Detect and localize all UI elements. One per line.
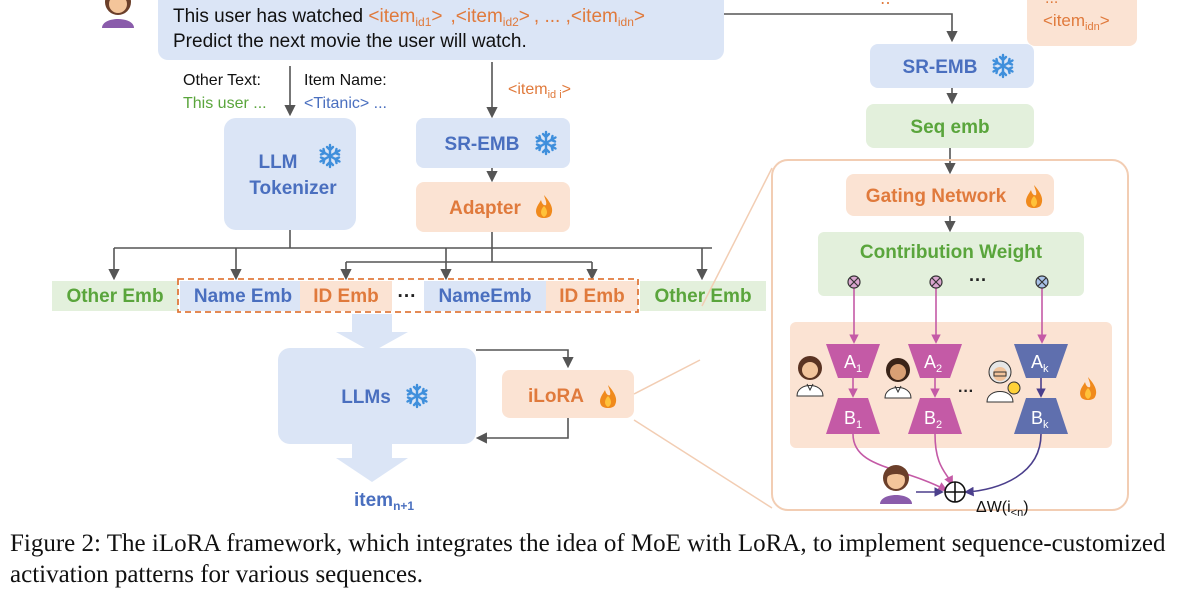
- multiply-circle-icon: [847, 275, 861, 289]
- expert-k-a-trapezoid: [1014, 344, 1068, 378]
- plus-circle-icon: [944, 481, 966, 503]
- expert-1-to-sum-curve: [852, 433, 948, 491]
- prompt-to-sr-emb-arrow: [724, 13, 958, 43]
- prompt-line1: This user has watched <itemid1>,<itemid2…: [173, 6, 645, 29]
- doctor-icon: [884, 358, 912, 399]
- llms-to-output-arrow: [336, 444, 408, 482]
- id-emb-1-label: ID Emb: [313, 286, 378, 307]
- sr-emb-left-box: [416, 118, 570, 168]
- expert-1-b-trapezoid: [826, 398, 880, 434]
- gating-network-label: Gating Network: [866, 186, 1007, 207]
- id-emb-2-box: [546, 281, 638, 311]
- ilora-detail-panel: [771, 159, 1129, 511]
- item-name-value: <Titanic> ...: [304, 95, 387, 112]
- item-idn-box: [1027, 0, 1137, 46]
- prompt-box: [158, 0, 724, 60]
- delta-w-label: ΔW(i<n): [976, 499, 1029, 519]
- id-emb-2-label: ID Emb: [559, 286, 624, 307]
- figure-caption: Figure 2: The iLoRA framework, which int…: [10, 530, 1166, 588]
- ilora-box: [502, 370, 634, 418]
- multiply-circle-icon: [929, 275, 943, 289]
- expert-2: A2 B2: [908, 344, 962, 434]
- expert-2-a-trapezoid: [908, 344, 962, 378]
- ilora-label: iLoRA: [528, 386, 584, 407]
- name-emb-2-label: NameEmb: [439, 286, 532, 307]
- other-emb-left-label: Other Emb: [66, 286, 163, 307]
- multiply-circle-icon: [1035, 275, 1049, 289]
- sr-emb-right-box: [870, 44, 1034, 88]
- sr-emb-right-label: SR-EMB: [903, 57, 978, 78]
- llms-box: [278, 348, 476, 444]
- item-idi-label: <itemid i>: [508, 81, 571, 101]
- expert-dots: ···: [958, 383, 974, 400]
- diagram-canvas: This user has watched <itemid1>,<itemid2…: [52, 0, 1137, 519]
- expert-k-b-label: Bk: [1031, 408, 1049, 431]
- user-avatar-icon: [102, 0, 134, 28]
- item-embedding-dashed-frame: [177, 278, 639, 313]
- expert-k-b-trapezoid: [1014, 398, 1068, 434]
- llms-to-ilora-arrow: [476, 349, 574, 369]
- expert-2-a-label: A2: [924, 352, 942, 375]
- contribution-weight-box: [818, 232, 1084, 296]
- expert-2-b-label: B2: [924, 408, 942, 431]
- other-emb-right-box: [640, 281, 766, 311]
- llm-tokenizer-line1: LLM: [258, 152, 297, 173]
- seq-emb-box: [866, 104, 1034, 148]
- person-icon: [880, 465, 912, 504]
- zoom-line-mid: [633, 359, 701, 395]
- sr-emb-left-label: SR-EMB: [445, 134, 520, 155]
- seq-emb-label: Seq emb: [910, 117, 989, 138]
- embedding-arrows: [108, 248, 708, 281]
- expert-weight-connectors: [847, 275, 1049, 344]
- item-next-label: itemn+1: [354, 490, 414, 513]
- emb-dots: ···: [398, 286, 417, 307]
- scientist-icon: [986, 360, 1021, 403]
- llm-tokenizer-line2: Tokenizer: [249, 178, 337, 199]
- contribution-weight-label: Contribution Weight: [860, 242, 1043, 263]
- other-emb-right-label: Other Emb: [654, 286, 751, 307]
- expert-k: Ak Bk: [1014, 344, 1068, 434]
- expert-1-a-label: A1: [844, 352, 862, 375]
- expert-1-a-trapezoid: [826, 344, 880, 378]
- id-emb-1-box: [300, 281, 392, 311]
- item-idn-label: <itemidn>: [1043, 11, 1110, 33]
- expert-2-b-trapezoid: [908, 398, 962, 434]
- gating-network-box: [846, 174, 1054, 216]
- zoom-line-bottom: [633, 419, 773, 509]
- name-emb-2-box: [424, 281, 546, 311]
- expert-1-b-label: B1: [844, 408, 862, 431]
- weight-dots: ···: [969, 270, 987, 290]
- other-text-value: This user ...: [183, 95, 267, 112]
- top-partial-text: ‥: [880, 0, 891, 8]
- adapter-label: Adapter: [449, 198, 521, 219]
- name-emb-box: [180, 281, 300, 311]
- expert-1: A1 B1: [826, 344, 880, 434]
- llm-tokenizer-box: [224, 118, 356, 230]
- other-text-label: Other Text:: [183, 72, 261, 89]
- ilora-to-llms-arrow: [475, 418, 569, 444]
- zoom-line-top: [701, 167, 773, 307]
- emb-to-llms-arrow: [336, 314, 408, 352]
- expert-k-a-label: Ak: [1031, 352, 1049, 375]
- expert-k-to-sum-curve: [964, 433, 1042, 497]
- name-emb-label: Name Emb: [194, 286, 292, 307]
- other-emb-left-box: [52, 281, 178, 311]
- prompt-line2: Predict the next movie the user will wat…: [173, 31, 527, 52]
- expert-2-to-sum-curve: [934, 433, 953, 486]
- item-idn-dots: ...: [1045, 0, 1058, 7]
- adapter-box: [416, 182, 570, 232]
- doctor-icon: [796, 356, 824, 397]
- item-name-label: Item Name:: [304, 72, 387, 89]
- llms-label: LLMs: [341, 387, 391, 408]
